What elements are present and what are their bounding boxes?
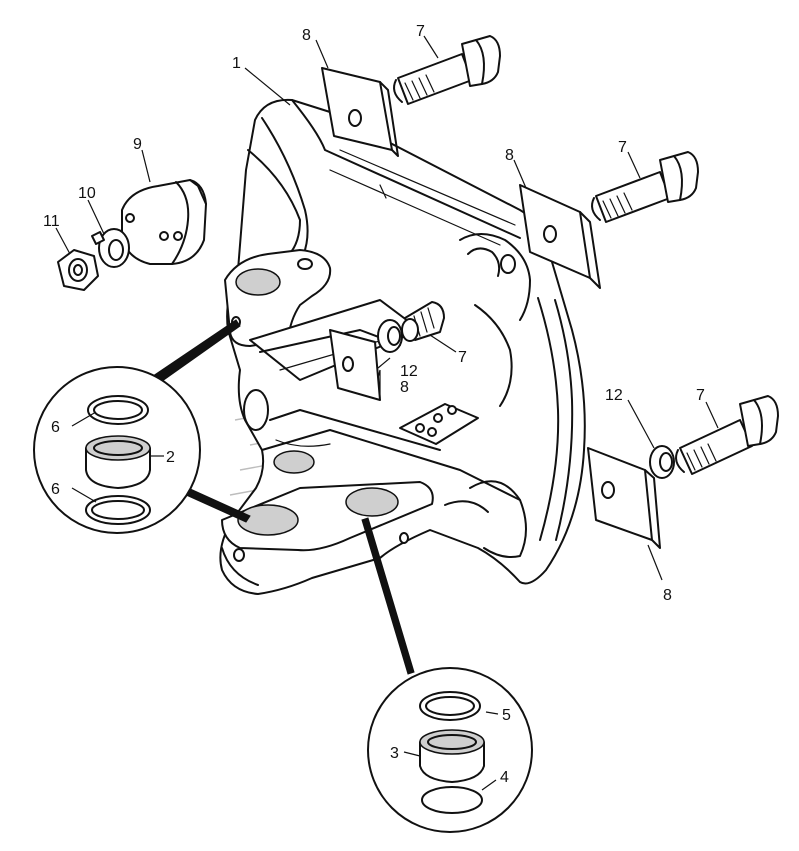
label-part-12-middle: 12 (400, 363, 418, 380)
label-part-9: 9 (133, 136, 142, 153)
plate-upper-right (519, 184, 601, 289)
label-part-3: 3 (390, 745, 399, 762)
washer-middle (377, 319, 403, 353)
pivot-housing (219, 98, 586, 595)
bolt-top (393, 35, 501, 105)
nut-part-11 (57, 249, 99, 291)
label-part-7-middle: 7 (458, 349, 467, 366)
label-part-4: 4 (500, 769, 509, 786)
label-part-8-top: 8 (302, 27, 311, 44)
label-part-6-top: 6 (51, 419, 60, 436)
callout-labels: 1 8 7 8 7 9 10 11 7 12 8 12 7 8 6 2 6 5 … (43, 23, 705, 786)
plate-lower-right (587, 447, 661, 549)
label-part-1: 1 (232, 55, 241, 72)
label-part-10: 10 (78, 185, 96, 202)
label-part-6-bottom: 6 (51, 481, 60, 498)
leader-lines (55, 35, 719, 791)
bolt-lower-right (675, 395, 779, 475)
plate-top (321, 67, 399, 157)
label-part-12-lower-right: 12 (605, 387, 623, 404)
label-part-8-lower-right: 8 (663, 587, 672, 604)
label-part-2: 2 (166, 449, 175, 466)
bolt-upper-right (591, 151, 699, 223)
label-part-8-upper-right: 8 (505, 147, 514, 164)
label-part-7-upper-right: 7 (618, 139, 627, 156)
label-part-7-lower-right: 7 (696, 387, 705, 404)
label-part-8-middle: 8 (400, 379, 409, 396)
label-part-5: 5 (502, 707, 511, 724)
detail-circle-bottom (361, 517, 533, 833)
cap-part-9 (121, 179, 207, 265)
washer-lower-right (649, 445, 675, 479)
tab-washer-part-10 (91, 228, 130, 268)
label-part-7-top: 7 (416, 23, 425, 40)
label-part-11: 11 (43, 213, 60, 230)
plate-middle (329, 329, 381, 401)
detail-circle-left (33, 319, 251, 534)
bolt-middle (401, 301, 445, 342)
